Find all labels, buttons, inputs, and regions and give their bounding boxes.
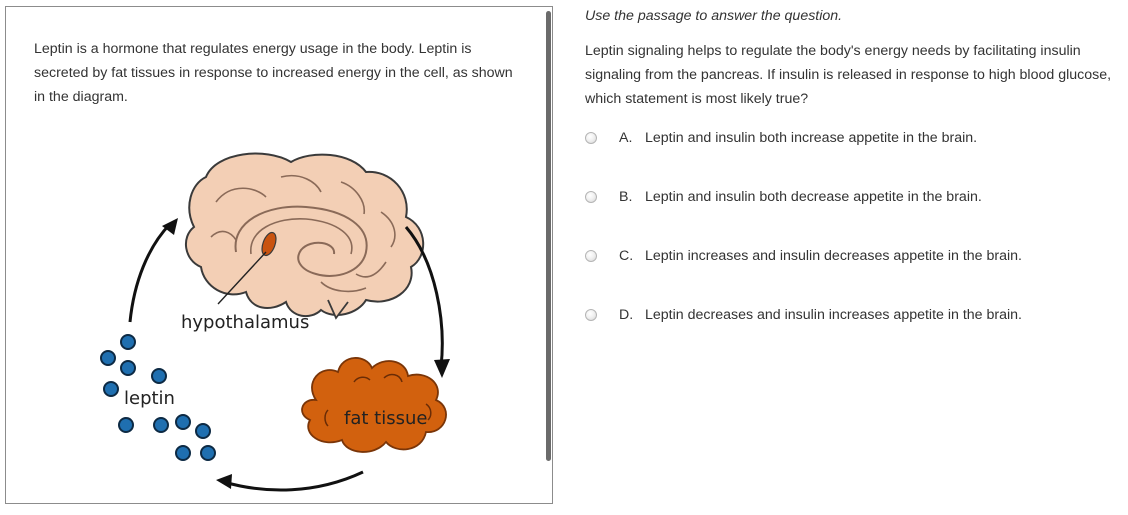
brain-illustration xyxy=(185,152,425,320)
question-instruction: Use the passage to answer the question. xyxy=(585,8,843,24)
radio-button[interactable] xyxy=(585,191,597,203)
passage-scrollbar[interactable] xyxy=(546,11,551,461)
choice-text: Leptin and insulin both increase appetit… xyxy=(645,130,978,146)
choice-letter: B. xyxy=(619,189,633,205)
choice-a[interactable]: A. Leptin and insulin both increase appe… xyxy=(585,126,977,150)
arrowheads xyxy=(162,218,450,489)
choice-letter: A. xyxy=(619,130,633,146)
choice-text: Leptin increases and insulin decreases a… xyxy=(645,248,1023,264)
radio-button[interactable] xyxy=(585,250,597,262)
hypothalamus-label: hypothalamus xyxy=(181,312,309,333)
choice-letter: C. xyxy=(619,248,634,264)
passage-panel[interactable]: Leptin is a hormone that regulates energ… xyxy=(5,6,553,504)
question-stem: Leptin signaling helps to regulate the b… xyxy=(585,43,1112,107)
choice-c[interactable]: C. Leptin increases and insulin decrease… xyxy=(585,244,1022,268)
leptin-diagram: hypothalamus leptin fat tissue xyxy=(100,152,450,492)
choice-b[interactable]: B. Leptin and insulin both decrease appe… xyxy=(585,185,982,209)
leptin-label: leptin xyxy=(124,388,175,409)
hypothalamus-region xyxy=(261,231,277,257)
choice-letter: D. xyxy=(619,307,634,323)
choice-d[interactable]: D. Leptin decreases and insulin increase… xyxy=(585,303,1022,327)
leptin-molecules xyxy=(100,334,216,461)
fat-tissue-label: fat tissue xyxy=(344,408,427,429)
radio-button[interactable] xyxy=(585,132,597,144)
passage-text: Leptin is a hormone that regulates energ… xyxy=(34,41,513,105)
cycle-arrows xyxy=(128,222,444,492)
radio-button[interactable] xyxy=(585,309,597,321)
choice-text: Leptin and insulin both decrease appetit… xyxy=(645,189,982,205)
choice-text: Leptin decreases and insulin increases a… xyxy=(645,307,1023,323)
fat-tissue-illustration xyxy=(301,357,447,453)
